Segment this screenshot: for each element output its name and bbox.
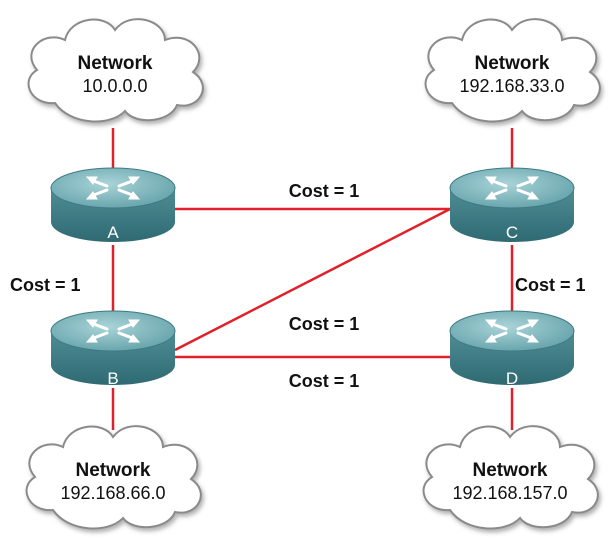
- router-label: A: [107, 223, 119, 242]
- network-title: Network: [78, 53, 153, 74]
- router-c: C: [448, 166, 576, 244]
- cost-label-a-b: Cost = 1: [10, 275, 81, 295]
- network-cloud-c: Network 192.168.33.0: [426, 19, 600, 121]
- network-address: 10.0.0.0: [82, 76, 147, 96]
- router-b: B: [49, 309, 177, 388]
- network-cloud-a: Network 10.0.0.0: [29, 19, 203, 121]
- network-cloud-d: Network 192.168.157.0: [424, 426, 598, 528]
- network-address: 192.168.33.0: [459, 76, 564, 96]
- router-a: A: [49, 166, 177, 244]
- router-label: C: [506, 223, 518, 242]
- router-d: D: [448, 309, 576, 388]
- links: [111, 128, 514, 430]
- cost-label-a-c: Cost = 1: [289, 181, 360, 201]
- cost-label-b-d: Cost = 1: [289, 371, 360, 391]
- network-title: Network: [473, 460, 548, 481]
- router-label: D: [506, 369, 518, 388]
- router-label: B: [107, 369, 118, 388]
- network-address: 192.168.66.0: [60, 483, 165, 503]
- network-address: 192.168.157.0: [452, 483, 567, 503]
- cost-label-b-c: Cost = 1: [289, 314, 360, 334]
- network-cloud-b: Network 192.168.66.0: [27, 426, 201, 528]
- link-b-c: [174, 207, 451, 352]
- cost-label-c-d: Cost = 1: [515, 275, 586, 295]
- network-title: Network: [76, 460, 151, 481]
- network-title: Network: [475, 53, 550, 74]
